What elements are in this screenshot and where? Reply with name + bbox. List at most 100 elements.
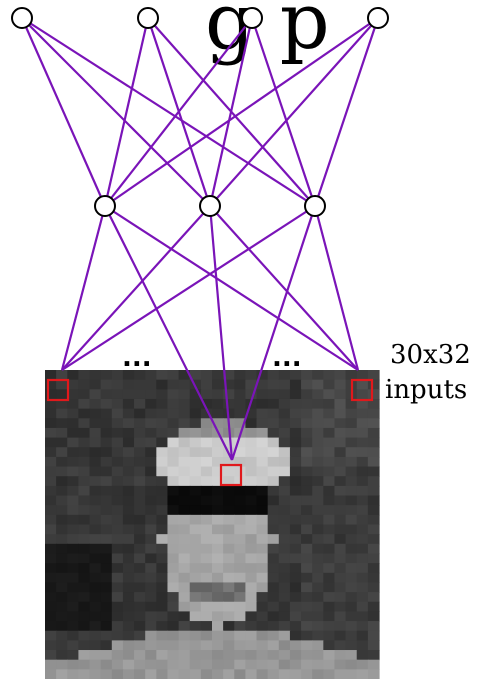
image-pixel (323, 379, 336, 390)
image-pixel (323, 485, 336, 497)
image-pixel (289, 370, 302, 381)
image-pixel (100, 592, 113, 603)
image-pixel (267, 466, 280, 477)
image-pixel (323, 572, 336, 584)
edge-hidden-2-input-3 (209, 205, 359, 371)
image-pixel (200, 370, 213, 381)
image-pixel (145, 514, 157, 526)
image-pixel (256, 476, 269, 487)
image-pixel (312, 543, 324, 555)
image-pixel (67, 640, 79, 651)
image-pixel (134, 408, 146, 419)
image-pixel (67, 398, 79, 410)
image-pixel (323, 466, 336, 477)
image-pixel (334, 485, 347, 497)
image-pixel (156, 379, 169, 390)
image-pixel (345, 630, 358, 641)
image-pixel (178, 408, 191, 419)
image-pixel (200, 505, 213, 516)
image-pixel (223, 437, 235, 448)
image-pixel (200, 524, 213, 535)
image-pixel (367, 476, 380, 487)
image-pixel (301, 427, 313, 439)
image-pixel (267, 659, 280, 670)
image-pixel (345, 659, 358, 670)
image-pixel (67, 476, 79, 487)
image-pixel (111, 427, 124, 439)
image-pixel (45, 408, 57, 419)
image-pixel (301, 582, 313, 593)
image-pixel (178, 514, 191, 526)
image-pixel (78, 505, 91, 516)
image-pixel (111, 534, 124, 545)
image-pixel (89, 389, 102, 400)
image-pixel (301, 611, 313, 622)
image-pixel (278, 398, 291, 410)
image-pixel (122, 466, 135, 477)
image-pixel (111, 389, 124, 400)
image-pixel (156, 370, 169, 381)
image-pixel (234, 389, 246, 400)
image-pixel (323, 495, 336, 506)
image-pixel (223, 524, 235, 535)
image-pixel (56, 370, 68, 381)
image-pixel (289, 650, 302, 661)
image-pixel (234, 563, 246, 574)
image-pixel (111, 659, 124, 670)
image-pixel (156, 650, 169, 661)
image-pixel (111, 621, 124, 632)
image-pixel (245, 466, 258, 477)
image-pixel (278, 427, 291, 439)
image-pixel (100, 476, 113, 487)
image-pixel (56, 418, 68, 429)
image-pixel (334, 572, 347, 584)
image-pixel (323, 514, 336, 526)
image-pixel (189, 524, 202, 535)
image-pixel (301, 534, 313, 545)
image-pixel (367, 563, 380, 574)
image-pixel (278, 485, 291, 497)
image-pixel (67, 427, 79, 439)
image-pixel (122, 505, 135, 516)
image-pixel (367, 379, 380, 390)
input-face-image (45, 370, 380, 679)
image-pixel (245, 534, 258, 545)
image-pixel (334, 524, 347, 535)
image-pixel (256, 553, 269, 564)
image-pixel (167, 505, 180, 516)
image-pixel (78, 543, 91, 555)
image-pixel (45, 553, 57, 564)
image-pixel (200, 563, 213, 574)
edge-output-1-hidden-3 (21, 17, 316, 207)
image-pixel (267, 370, 280, 381)
image-pixel (356, 370, 369, 381)
image-pixel (134, 524, 146, 535)
image-pixel (245, 543, 258, 555)
image-pixel (111, 370, 124, 381)
image-pixel (100, 630, 113, 641)
image-pixel (111, 563, 124, 574)
image-pixel (367, 640, 380, 651)
image-pixel (189, 553, 202, 564)
image-pixel (323, 408, 336, 419)
image-pixel (167, 514, 180, 526)
image-pixel (356, 398, 369, 410)
image-pixel (100, 456, 113, 468)
image-pixel (256, 543, 269, 555)
image-pixel (234, 514, 246, 526)
image-pixel (67, 447, 79, 458)
image-pixel (111, 456, 124, 468)
image-pixel (267, 427, 280, 439)
image-pixel (356, 418, 369, 429)
image-pixel (323, 447, 336, 458)
image-pixel (167, 640, 180, 651)
image-pixel (78, 659, 91, 670)
image-pixel (334, 427, 347, 439)
image-pixel (323, 640, 336, 651)
image-pixel (367, 669, 380, 679)
image-pixel (245, 418, 258, 429)
image-pixel (189, 418, 202, 429)
image-pixel (145, 447, 157, 458)
image-pixel (278, 640, 291, 651)
image-pixel (67, 669, 79, 679)
